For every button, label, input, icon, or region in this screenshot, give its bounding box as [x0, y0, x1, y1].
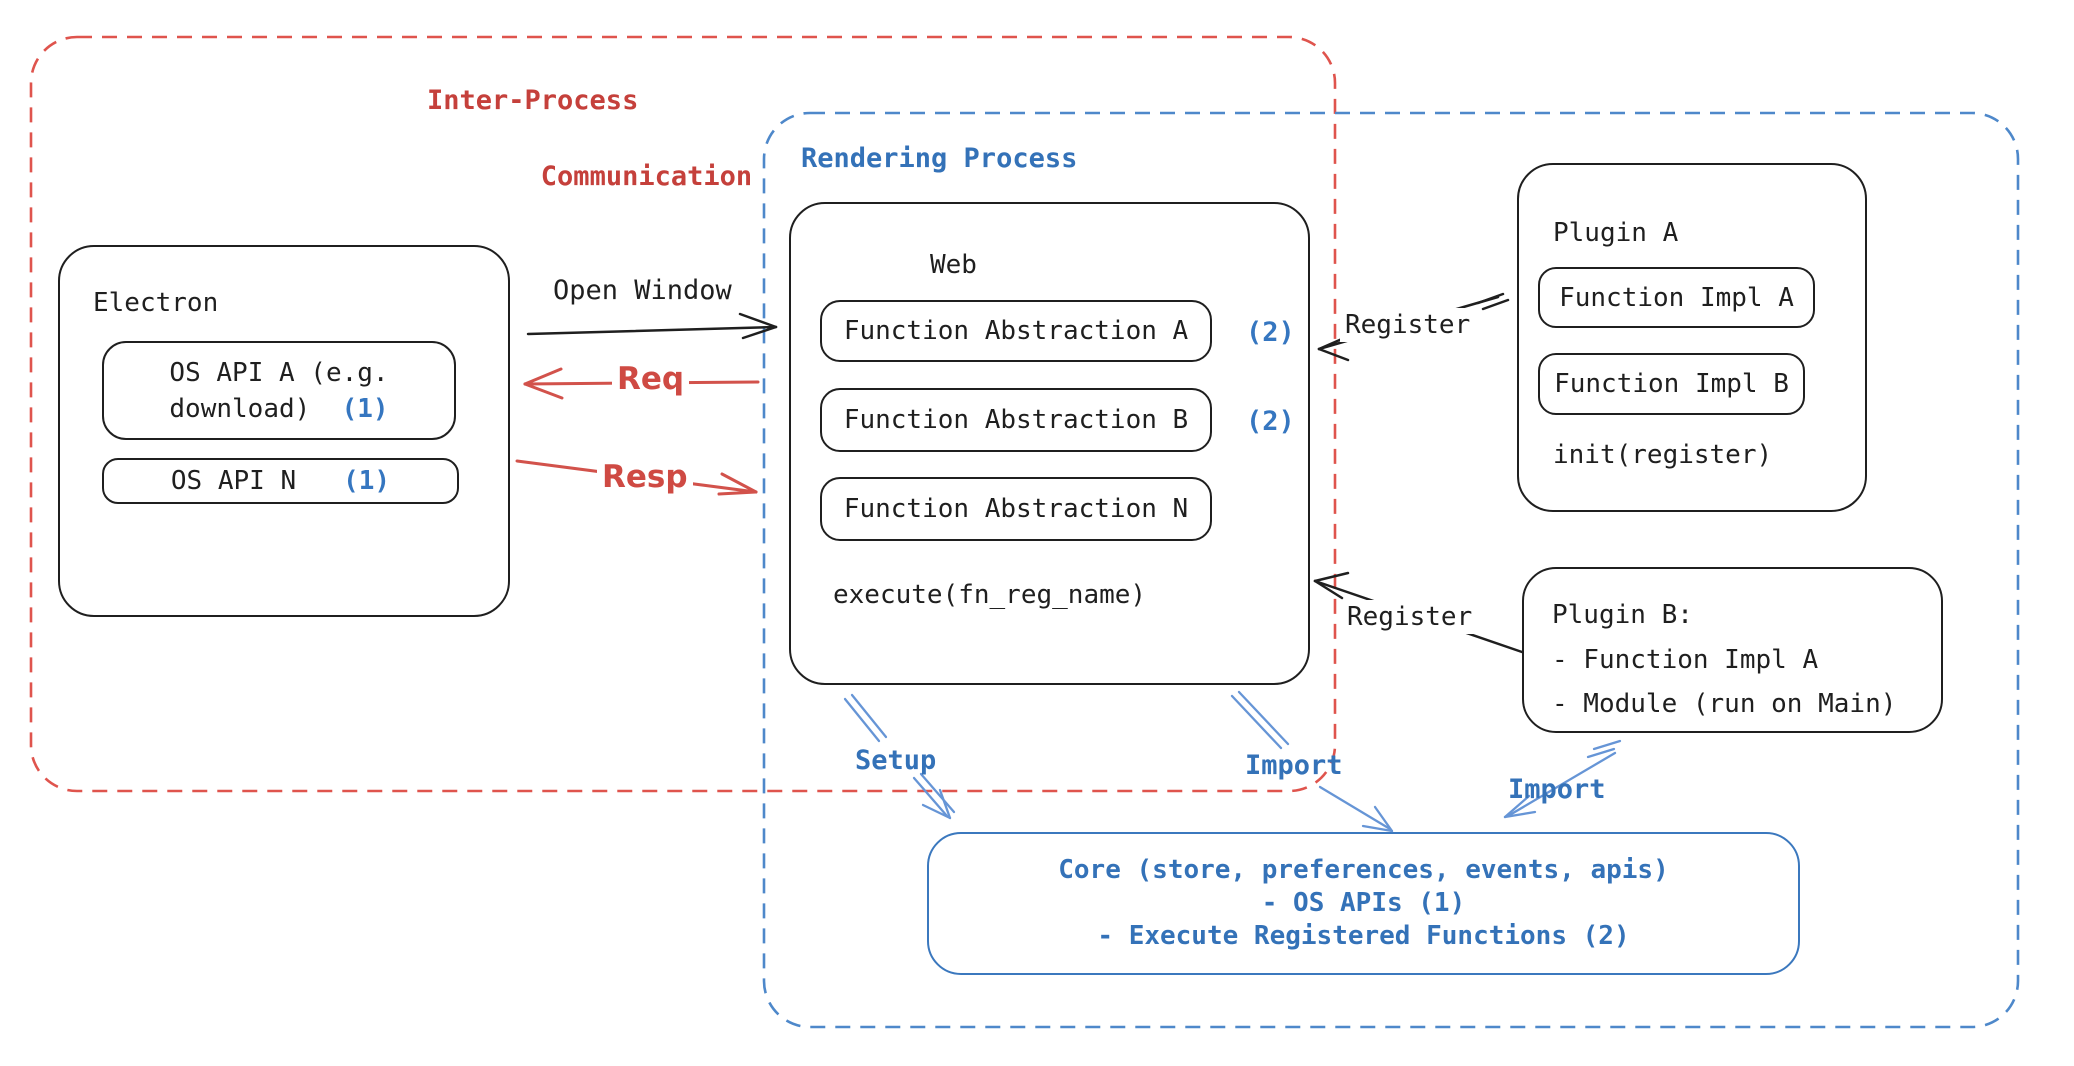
os-api-a-line1: OS API A (e.g. — [169, 357, 389, 388]
core-box: Core (store, preferences, events, apis) … — [927, 832, 1800, 975]
function-impl-b-label: Function Impl B — [1554, 369, 1789, 399]
core-text: Core (store, preferences, events, apis) … — [929, 834, 1798, 973]
function-abstraction-a-label: Function Abstraction A — [843, 316, 1189, 346]
function-abstraction-a-box: Function Abstraction A — [820, 300, 1212, 362]
register-top-label: Register — [1340, 308, 1476, 342]
core-line1: Core (store, preferences, events, apis) — [1058, 855, 1669, 885]
function-abstraction-b-label: Function Abstraction B — [843, 405, 1189, 435]
os-api-a-badge: (1) — [341, 393, 389, 424]
req-label: Req — [612, 361, 690, 397]
os-api-a-text: OS API A (e.g. download) (1) — [104, 343, 454, 438]
ipc-label: Inter-Process Communication — [427, 82, 752, 196]
plugin-b-item1: - Function Impl A — [1552, 645, 1819, 675]
plugin-b-title: Plugin B: — [1552, 600, 1693, 630]
function-abstraction-b-badge: (2) — [1246, 406, 1295, 437]
os-api-n-box: OS API N (1) — [102, 458, 459, 504]
os-api-n-text: OS API N (1) — [104, 460, 457, 502]
ipc-label-line2: Communication — [540, 161, 753, 192]
open-window-arrow — [526, 312, 778, 340]
core-line2: - OS APIs (1) — [1261, 888, 1466, 918]
os-api-a-box: OS API A (e.g. download) (1) — [102, 341, 456, 440]
function-impl-a-box: Function Impl A — [1538, 267, 1815, 328]
os-api-n-line: OS API N (1) — [171, 463, 390, 499]
function-impl-a-label: Function Impl A — [1559, 282, 1794, 313]
plugin-a-title: Plugin A — [1553, 218, 1679, 248]
register-bottom-label: Register — [1342, 600, 1478, 634]
resp-label: Resp — [597, 459, 693, 495]
function-impl-b-box: Function Impl B — [1538, 353, 1805, 415]
ipc-label-line1: Inter-Process — [427, 85, 639, 116]
function-abstraction-n-box: Function Abstraction N — [820, 477, 1212, 541]
init-register-text: init(register) — [1553, 440, 1773, 470]
core-line3: - Execute Registered Functions (2) — [1097, 921, 1630, 951]
os-api-a-line2: download) (1) — [169, 391, 388, 427]
function-abstraction-n-label: Function Abstraction N — [843, 494, 1189, 524]
os-api-n-label: OS API N — [170, 466, 297, 496]
rendering-process-label: Rendering Process — [801, 143, 1078, 174]
setup-label: Setup — [855, 745, 937, 776]
plugin-b-item2: - Module (run on Main) — [1552, 689, 1897, 719]
function-abstraction-a-badge: (2) — [1246, 317, 1295, 348]
web-title: Web — [930, 250, 977, 280]
open-window-label: Open Window — [553, 275, 732, 306]
import-left-label: Import — [1245, 750, 1343, 781]
function-abstraction-b-box: Function Abstraction B — [820, 388, 1212, 452]
execute-text: execute(fn_reg_name) — [833, 580, 1147, 610]
import-right-label: Import — [1508, 774, 1606, 805]
os-api-a-line2-text: download) — [169, 393, 311, 424]
os-api-n-badge: (1) — [343, 466, 391, 496]
electron-title: Electron — [93, 288, 219, 318]
